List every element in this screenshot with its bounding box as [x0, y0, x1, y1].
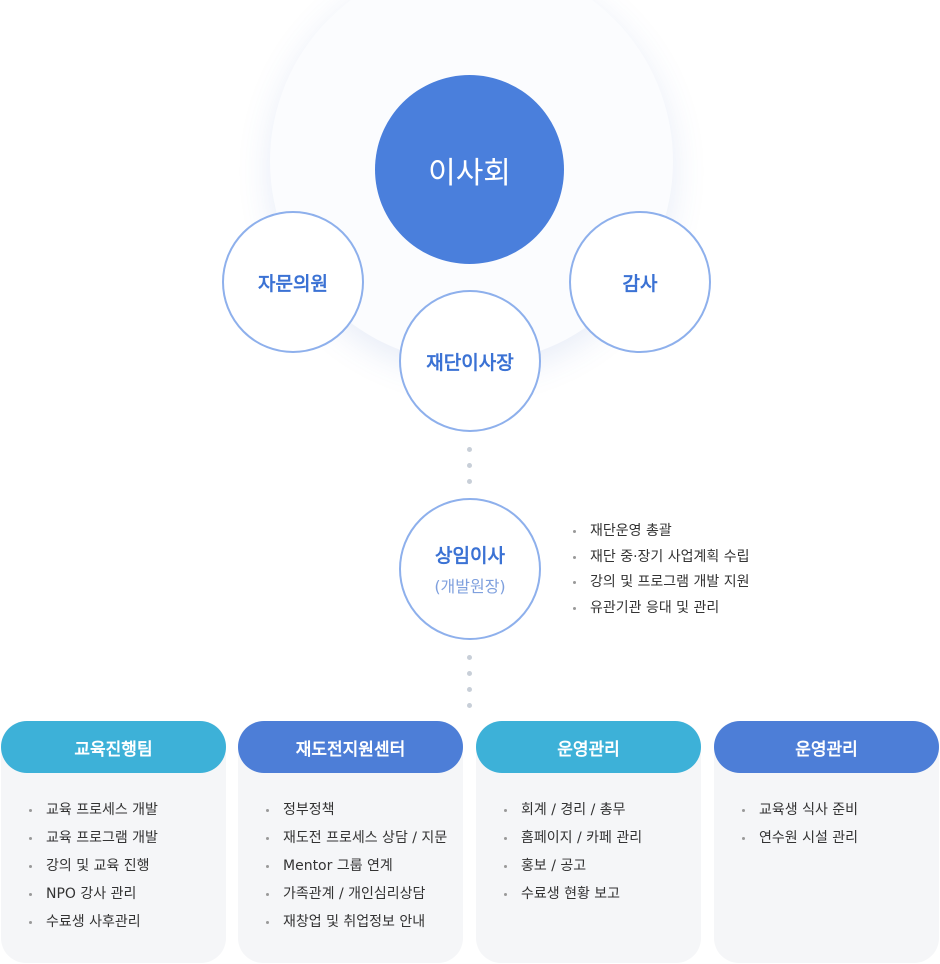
board-label: 이사회 — [428, 155, 511, 191]
connector-dot — [467, 479, 472, 484]
department-header: 운영관리 — [714, 721, 939, 773]
department-panel-operations-facilities: 운영관리 교육생 식사 준비 연수원 시설 관리 — [714, 721, 939, 963]
department-header: 운영관리 — [476, 721, 701, 773]
list-item: 정부정책 — [266, 800, 463, 828]
list-item: 교육 프로세스 개발 — [29, 800, 226, 828]
list-item: 재도전 프로세스 상담 / 지문 — [266, 828, 463, 856]
advisors-label: 자문의원 — [258, 272, 328, 295]
list-item: 수료생 현황 보고 — [504, 884, 701, 912]
list-item: 홍보 / 공고 — [504, 856, 701, 884]
list-item: 교육생 식사 준비 — [742, 800, 939, 828]
connector-dot — [467, 655, 472, 660]
audit-node: 감사 — [569, 211, 711, 353]
connector-dot — [467, 447, 472, 452]
department-task-list: 회계 / 경리 / 총무 홈페이지 / 카페 관리 홍보 / 공고 수료생 현황… — [504, 800, 701, 912]
list-item: 강의 및 교육 진행 — [29, 856, 226, 884]
audit-label: 감사 — [622, 272, 658, 295]
executive-subtitle: (개발원장) — [434, 577, 506, 596]
executive-node: 상임이사 (개발원장) — [399, 498, 541, 640]
list-item: NPO 강사 관리 — [29, 884, 226, 912]
list-item: 연수원 시설 관리 — [742, 828, 939, 856]
chairman-label: 재단이사장 — [426, 351, 514, 374]
department-header: 재도전지원센터 — [238, 721, 463, 773]
executive-duties-list: 재단운영 총괄 재단 중·장기 사업계획 수립 강의 및 프로그램 개발 지원 … — [573, 521, 749, 623]
list-item: 재창업 및 취업정보 안내 — [266, 912, 463, 940]
department-panel-operations: 운영관리 회계 / 경리 / 총무 홈페이지 / 카페 관리 홍보 / 공고 수… — [476, 721, 701, 963]
list-item: 교육 프로그램 개발 — [29, 828, 226, 856]
connector-dot — [467, 463, 472, 468]
chairman-node: 재단이사장 — [399, 290, 541, 432]
executive-title: 상임이사 — [435, 545, 505, 567]
board-node: 이사회 — [375, 75, 564, 264]
list-item: 유관기관 응대 및 관리 — [573, 598, 749, 624]
list-item: 홈페이지 / 카페 관리 — [504, 828, 701, 856]
list-item: 재단운영 총괄 — [573, 521, 749, 547]
connector-dot — [467, 703, 472, 708]
list-item: 재단 중·장기 사업계획 수립 — [573, 547, 749, 573]
list-item: 강의 및 프로그램 개발 지원 — [573, 572, 749, 598]
department-panel-restart-center: 재도전지원센터 정부정책 재도전 프로세스 상담 / 지문 Mentor 그룹 … — [238, 721, 463, 963]
list-item: 수료생 사후관리 — [29, 912, 226, 940]
advisors-node: 자문의원 — [222, 211, 364, 353]
list-item: 회계 / 경리 / 총무 — [504, 800, 701, 828]
department-task-list: 교육생 식사 준비 연수원 시설 관리 — [742, 800, 939, 856]
connector-dot — [467, 671, 472, 676]
connector-dot — [467, 687, 472, 692]
list-item: Mentor 그룹 연계 — [266, 856, 463, 884]
department-task-list: 정부정책 재도전 프로세스 상담 / 지문 Mentor 그룹 연계 가족관계 … — [266, 800, 463, 940]
department-task-list: 교육 프로세스 개발 교육 프로그램 개발 강의 및 교육 진행 NPO 강사 … — [29, 800, 226, 940]
department-header: 교육진행팀 — [1, 721, 226, 773]
department-panel-education: 교육진행팀 교육 프로세스 개발 교육 프로그램 개발 강의 및 교육 진행 N… — [1, 721, 226, 963]
list-item: 가족관계 / 개인심리상담 — [266, 884, 463, 912]
